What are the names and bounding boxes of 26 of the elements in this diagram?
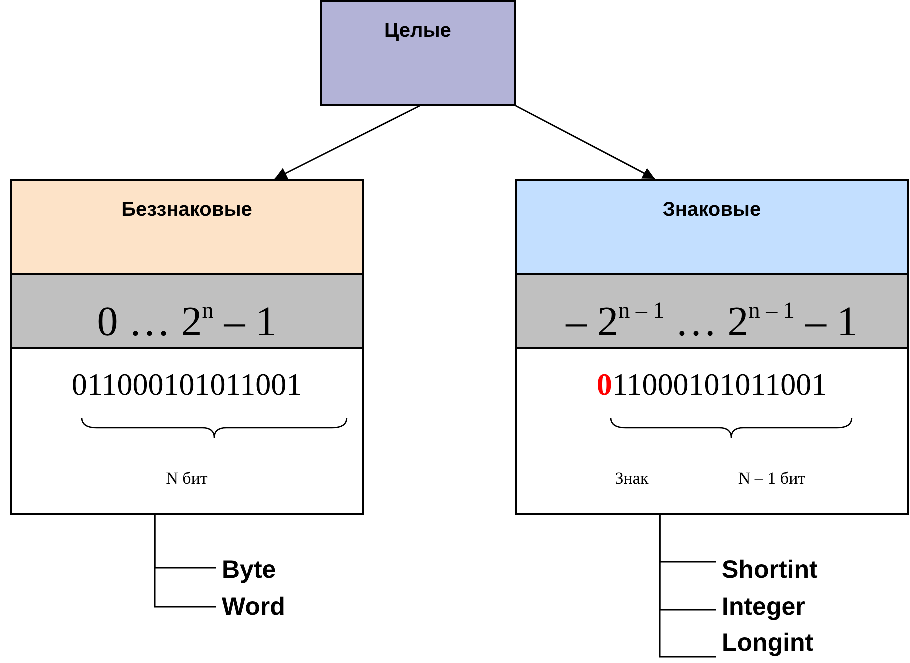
- arrow: [274, 105, 420, 180]
- tree-connector: [659, 515, 716, 658]
- range-formula: – 2$^{n – 1}$ … 2$^{n – 1}$ – 1: [564, 296, 859, 348]
- type-name: Byte: [216, 556, 276, 584]
- tree-connector: [154, 515, 216, 608]
- header-box: [10, 179, 364, 275]
- bit-count-label: N – 1 бит: [737, 469, 807, 489]
- range-box: [10, 273, 364, 349]
- category-box: [320, 0, 516, 106]
- header-box: [515, 179, 909, 275]
- type-name: Longint: [716, 629, 814, 657]
- header-title: Беззнаковые: [120, 199, 254, 222]
- bits-box: [10, 347, 364, 515]
- header-title: Знаковые: [662, 199, 762, 222]
- type-name: Integer: [716, 593, 806, 621]
- sign-label: Знак: [614, 469, 650, 489]
- range-formula: 0 … 2$^{n}$ – 1: [96, 296, 278, 348]
- bit-string: 011000101011001: [70, 367, 304, 403]
- type-name: Shortint: [716, 556, 818, 584]
- bit-string: 011000101011001: [596, 367, 828, 403]
- category-title: Целые: [384, 20, 452, 43]
- range-box: [515, 273, 909, 349]
- type-name: Word: [216, 593, 286, 621]
- arrow: [516, 105, 656, 180]
- bits-box: [515, 347, 909, 515]
- bit-count-label: N бит: [165, 469, 209, 489]
